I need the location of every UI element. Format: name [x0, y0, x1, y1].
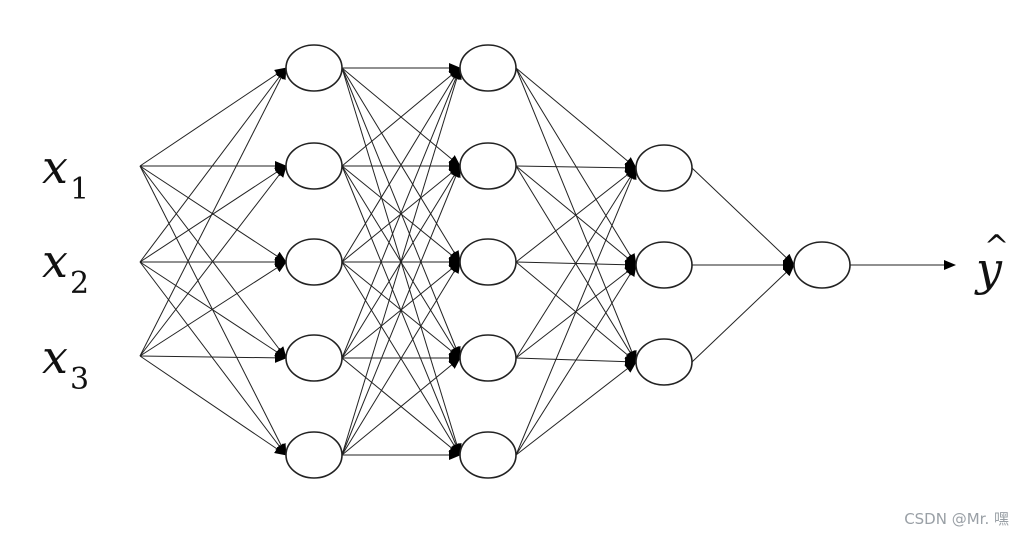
edge-l2-4-l3-1: [515, 167, 637, 359]
hidden-3-node-3: [635, 338, 693, 386]
hidden-1-node-1: [285, 44, 343, 92]
edge-input-3-h1-1: [139, 67, 287, 357]
input-label-x3: x3: [42, 334, 89, 397]
input-subscript: 3: [69, 362, 90, 397]
hidden-2-node-2: [459, 142, 517, 190]
edge-l1-5-l2-3: [341, 261, 461, 456]
input-subscript: 1: [69, 172, 90, 207]
hidden-2-node-5: [459, 431, 517, 479]
input-label-x1: x1: [42, 144, 89, 207]
edge-l1-3-l2-1: [341, 67, 461, 263]
watermark: CSDN @Mr. 嘿: [904, 510, 1009, 528]
edge-input-2-h1-5: [139, 261, 287, 456]
input-subscript: 2: [69, 266, 90, 301]
edge-l2-3-l3-1: [515, 167, 637, 263]
edge-l1-4-l2-1: [341, 67, 461, 359]
edge-l1-5-l2-1: [341, 67, 462, 456]
edge-input-2-h1-4: [139, 261, 287, 359]
hidden-2-node-3: [459, 238, 517, 286]
hidden-1-node-4: [285, 334, 343, 382]
edge-input-1-h1-1: [139, 67, 287, 167]
output-symbol: y: [976, 242, 1002, 296]
edge-input-2-h1-1: [139, 67, 287, 263]
hidden-3-node-1: [635, 144, 693, 192]
hidden-2-node-1: [459, 44, 517, 92]
hidden-1-node-2: [285, 142, 343, 190]
connections: [139, 63, 795, 460]
edge-l2-5-l3-1: [515, 167, 637, 456]
edge-input-2-h1-2: [139, 165, 287, 263]
edge-input-3-h1-4: [139, 352, 287, 363]
hidden-1-node-5: [285, 431, 343, 479]
hidden-1-node-3: [285, 238, 343, 286]
input-symbol: x: [42, 234, 68, 288]
edge-input-3-h1-5: [139, 355, 287, 456]
edge-l1-2-l2-1: [341, 67, 461, 167]
output-label-y-hat: ^y: [976, 229, 1009, 292]
edge-l2-5-l3-2: [515, 264, 637, 456]
edge-l3-3-l4-1: [691, 264, 795, 363]
edge-input-3-h1-3: [139, 261, 287, 357]
input-label-x2: x2: [42, 238, 89, 301]
output-hat: ^: [984, 229, 1010, 264]
neurons: [285, 44, 851, 479]
edge-l1-5-l2-2: [341, 165, 461, 456]
edge-l1-5-l2-4: [341, 357, 461, 456]
edge-input-3-h1-2: [139, 165, 287, 357]
hidden-3-node-2: [635, 241, 693, 289]
hidden-2-node-4: [459, 334, 517, 382]
output-node-1: [793, 241, 851, 289]
input-symbol: x: [42, 140, 68, 194]
input-symbol: x: [42, 330, 68, 384]
edge-l2-2-l3-1: [515, 162, 637, 173]
edge-l3-1-l4-1: [691, 167, 795, 266]
edge-l2-1-l3-1: [515, 67, 637, 169]
edge-l2-5-l3-3: [515, 361, 637, 456]
